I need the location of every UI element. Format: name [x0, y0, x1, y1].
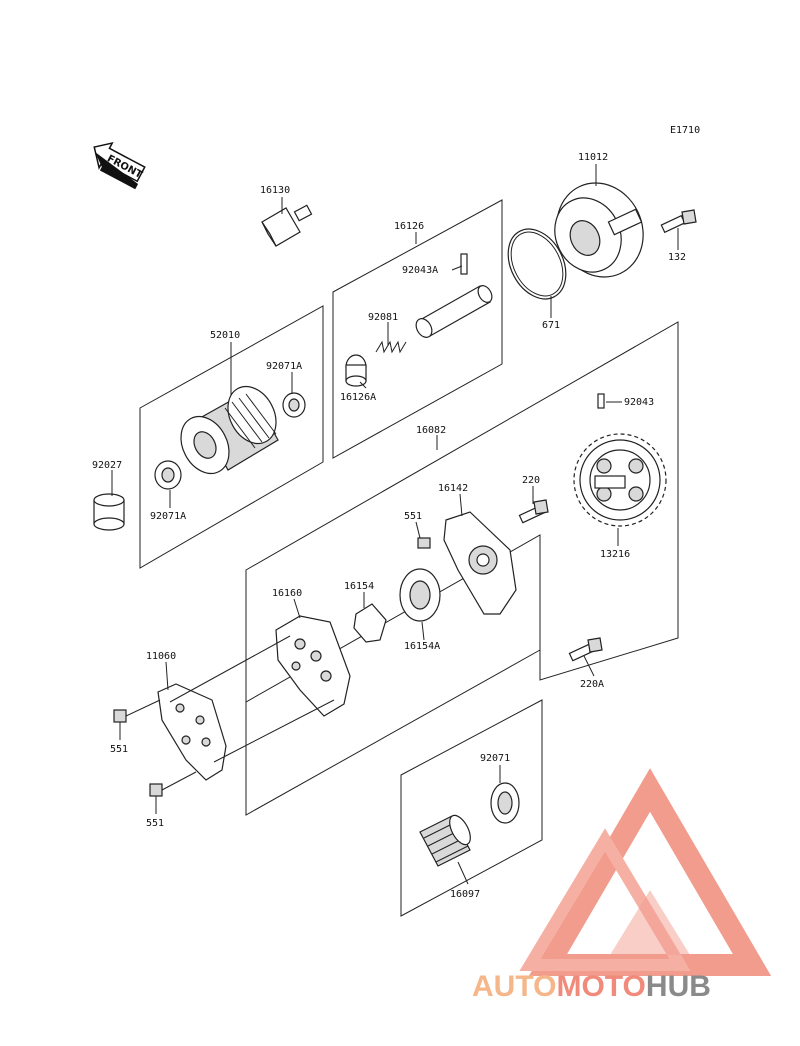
label-16126: 16126 [394, 221, 424, 232]
collar-92027-part [93, 493, 125, 531]
washer-92071a-top-part [282, 392, 306, 418]
label-92071: 92071 [480, 753, 510, 764]
pump-body-part [443, 511, 517, 615]
bolt-220a-part [568, 637, 603, 662]
pin-92043-part [597, 393, 605, 409]
pump-cover-part [554, 182, 644, 278]
label-13216: 13216 [600, 549, 630, 560]
o-ring-part [507, 228, 567, 300]
pump-cover-11060-part [157, 683, 227, 781]
gear-13216-part [573, 433, 667, 527]
washer-92071a-bottom-part [154, 460, 182, 490]
label-220: 220 [522, 475, 540, 486]
plunger-part [345, 354, 367, 387]
label-92027: 92027 [92, 460, 122, 471]
pin-92043a-part [460, 253, 468, 275]
dowel-551-top-part [417, 537, 431, 549]
label-16130: 16130 [260, 185, 290, 196]
seal-92071-part [490, 782, 520, 824]
front-arrow-icon: FRONT [93, 141, 146, 190]
dowel-551-bottom-part [149, 783, 163, 797]
label-92071a-bottom: 92071A [150, 511, 186, 522]
bolt-220-part [518, 499, 549, 524]
label-16154: 16154 [344, 581, 374, 592]
label-16142: 16142 [438, 483, 468, 494]
label-16126a: 16126A [340, 392, 376, 403]
o-ring-inner [510, 231, 564, 297]
label-132: 132 [668, 252, 686, 263]
leader-lines [111, 164, 679, 885]
pump-group-frame-bottom [245, 649, 541, 816]
label-551-top: 551 [404, 511, 422, 522]
dowel-551-mid-part [113, 709, 127, 723]
label-551-bottom: 551 [146, 818, 164, 829]
strainer-16097-part [419, 814, 471, 867]
label-220a: 220A [580, 679, 604, 690]
label-671: 671 [542, 320, 560, 331]
diagram-code: E1710 [670, 125, 700, 136]
label-11060: 11060 [146, 651, 176, 662]
pump-plate-16160-part [275, 615, 351, 717]
label-92043: 92043 [624, 397, 654, 408]
label-92081: 92081 [368, 312, 398, 323]
label-16160: 16160 [272, 588, 302, 599]
label-16082: 16082 [416, 425, 446, 436]
bolt-132-part [660, 209, 697, 234]
inner-rotor-part [353, 603, 387, 643]
label-16097: 16097 [450, 889, 480, 900]
watermark-logo [519, 768, 772, 976]
spring-part [375, 340, 407, 354]
fitting-16130-part [261, 204, 313, 247]
label-16154a: 16154A [404, 641, 440, 652]
valve-group-frame [332, 199, 503, 459]
strainer-group-frame [400, 699, 543, 917]
label-52010: 52010 [210, 330, 240, 341]
watermark-text: AUTOMOTOHUB [472, 970, 711, 1003]
label-11012: 11012 [578, 152, 608, 163]
label-551-mid: 551 [110, 744, 128, 755]
outer-rotor-part [399, 568, 441, 622]
filter-group-frame [139, 305, 324, 569]
relief-valve-part [415, 285, 493, 338]
label-92071a-top: 92071A [266, 361, 302, 372]
label-92043a: 92043A [402, 265, 438, 276]
oil-filter-part [180, 385, 279, 475]
